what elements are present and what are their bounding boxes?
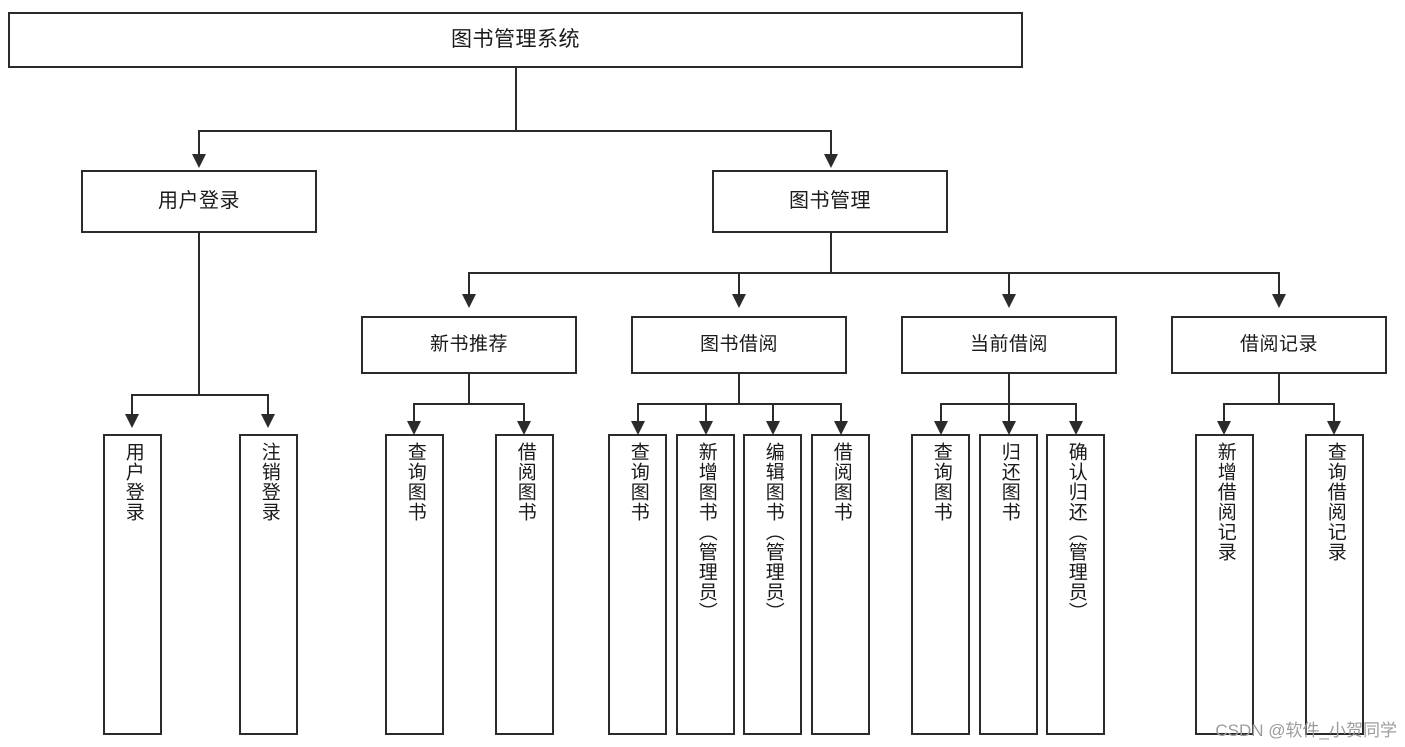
- arrowhead-nbr-leaf-1: [407, 421, 421, 435]
- edge-book-mgmt-bus: [468, 272, 1280, 274]
- node-label: 查询图书: [930, 442, 952, 522]
- node-new-book-recommend[interactable]: 新书推荐: [361, 316, 577, 374]
- leaf-query-book-borrow[interactable]: 查询图书: [608, 434, 667, 735]
- leaf-borrow-book[interactable]: 借阅图书: [811, 434, 870, 735]
- edge-cb-drop-3: [1075, 403, 1077, 423]
- node-label: 确认归还（管理员）: [1065, 442, 1087, 622]
- arrowhead-br-leaf-2: [1327, 421, 1341, 435]
- edge-cb-stem: [1008, 374, 1010, 405]
- edge-cb-drop-1: [940, 403, 942, 423]
- arrowhead-bb-leaf-4: [834, 421, 848, 435]
- edge-bb-drop-3: [772, 403, 774, 423]
- leaf-return-book[interactable]: 归还图书: [979, 434, 1038, 735]
- node-label: 借阅记录: [1239, 334, 1318, 356]
- node-user-login[interactable]: 用户登录: [81, 170, 317, 233]
- leaf-confirm-return-admin[interactable]: 确认归还（管理员）: [1046, 434, 1105, 735]
- node-book-borrow[interactable]: 图书借阅: [631, 316, 847, 374]
- edge-root-to-user-login: [198, 130, 200, 156]
- node-label: 借阅图书: [514, 442, 536, 522]
- leaf-add-borrow-record[interactable]: 新增借阅记录: [1195, 434, 1254, 735]
- node-label: 新增图书（管理员）: [695, 442, 717, 622]
- edge-root-bus: [198, 130, 832, 132]
- leaf-query-book-new[interactable]: 查询图书: [385, 434, 444, 735]
- edge-bm-drop-2: [738, 272, 740, 296]
- node-label: 图书管理: [789, 190, 871, 212]
- node-label: 用户登录: [122, 442, 144, 522]
- edge-bb-bus: [637, 403, 841, 405]
- edge-user-login-drop-2: [267, 394, 269, 416]
- node-label: 借阅图书: [830, 442, 852, 522]
- edge-bb-stem: [738, 374, 740, 405]
- edge-cb-drop-2: [1008, 403, 1010, 423]
- edge-book-mgmt-stem: [830, 233, 832, 274]
- node-borrow-record[interactable]: 借阅记录: [1171, 316, 1387, 374]
- edge-br-drop-2: [1333, 403, 1335, 423]
- edge-br-stem: [1278, 374, 1280, 405]
- arrowhead-bb-leaf-3: [766, 421, 780, 435]
- edge-user-login-drop-1: [131, 394, 133, 416]
- edge-bb-drop-4: [840, 403, 842, 423]
- edge-bm-drop-1: [468, 272, 470, 296]
- edge-br-bus: [1223, 403, 1335, 405]
- edge-user-login-bus: [131, 394, 269, 396]
- leaf-edit-book-admin[interactable]: 编辑图书（管理员）: [743, 434, 802, 735]
- arrowhead-borrow-record: [1272, 294, 1286, 308]
- edge-bm-drop-4: [1278, 272, 1280, 296]
- edge-root-stem: [515, 68, 517, 130]
- arrowhead-bb-leaf-2: [699, 421, 713, 435]
- leaf-add-book-admin[interactable]: 新增图书（管理员）: [676, 434, 735, 735]
- arrowhead-bb-leaf-1: [631, 421, 645, 435]
- leaf-query-borrow-record[interactable]: 查询借阅记录: [1305, 434, 1364, 735]
- edge-nbr-stem: [468, 374, 470, 405]
- edge-bm-drop-3: [1008, 272, 1010, 296]
- node-label: 图书借阅: [699, 334, 778, 356]
- arrowhead-current-borrow: [1002, 294, 1016, 308]
- node-label: 用户登录: [158, 190, 240, 212]
- edge-bb-drop-2: [705, 403, 707, 423]
- arrowhead-cb-leaf-3: [1069, 421, 1083, 435]
- edge-br-drop-1: [1223, 403, 1225, 423]
- node-label: 当前借阅: [969, 334, 1048, 356]
- edge-nbr-drop-1: [413, 403, 415, 423]
- node-root-system[interactable]: 图书管理系统: [8, 12, 1023, 68]
- arrowhead-leaf-user-login: [125, 414, 139, 428]
- edge-root-to-book-mgmt: [830, 130, 832, 156]
- node-label: 新书推荐: [429, 334, 508, 356]
- node-book-management[interactable]: 图书管理: [712, 170, 948, 233]
- leaf-borrow-book-new[interactable]: 借阅图书: [495, 434, 554, 735]
- node-label: 查询图书: [404, 442, 426, 522]
- leaf-user-login[interactable]: 用户登录: [103, 434, 162, 735]
- arrowhead-book-mgmt: [824, 154, 838, 168]
- node-label: 图书管理系统: [451, 27, 580, 51]
- node-label: 编辑图书（管理员）: [762, 442, 784, 622]
- node-label: 注销登录: [258, 442, 280, 522]
- edge-user-login-stem: [198, 233, 200, 396]
- leaf-query-book-current[interactable]: 查询图书: [911, 434, 970, 735]
- arrowhead-new-book-rec: [462, 294, 476, 308]
- arrowhead-book-borrow: [732, 294, 746, 308]
- arrowhead-cb-leaf-1: [934, 421, 948, 435]
- leaf-logout[interactable]: 注销登录: [239, 434, 298, 735]
- node-label: 归还图书: [998, 442, 1020, 522]
- edge-bb-drop-1: [637, 403, 639, 423]
- arrowhead-br-leaf-1: [1217, 421, 1231, 435]
- arrowhead-nbr-leaf-2: [517, 421, 531, 435]
- edge-nbr-drop-2: [523, 403, 525, 423]
- node-label: 新增借阅记录: [1214, 442, 1236, 562]
- node-label: 查询借阅记录: [1324, 442, 1346, 562]
- node-current-borrow[interactable]: 当前借阅: [901, 316, 1117, 374]
- arrowhead-cb-leaf-2: [1002, 421, 1016, 435]
- arrowhead-leaf-logout: [261, 414, 275, 428]
- arrowhead-user-login: [192, 154, 206, 168]
- node-label: 查询图书: [627, 442, 649, 522]
- edge-nbr-bus: [413, 403, 525, 405]
